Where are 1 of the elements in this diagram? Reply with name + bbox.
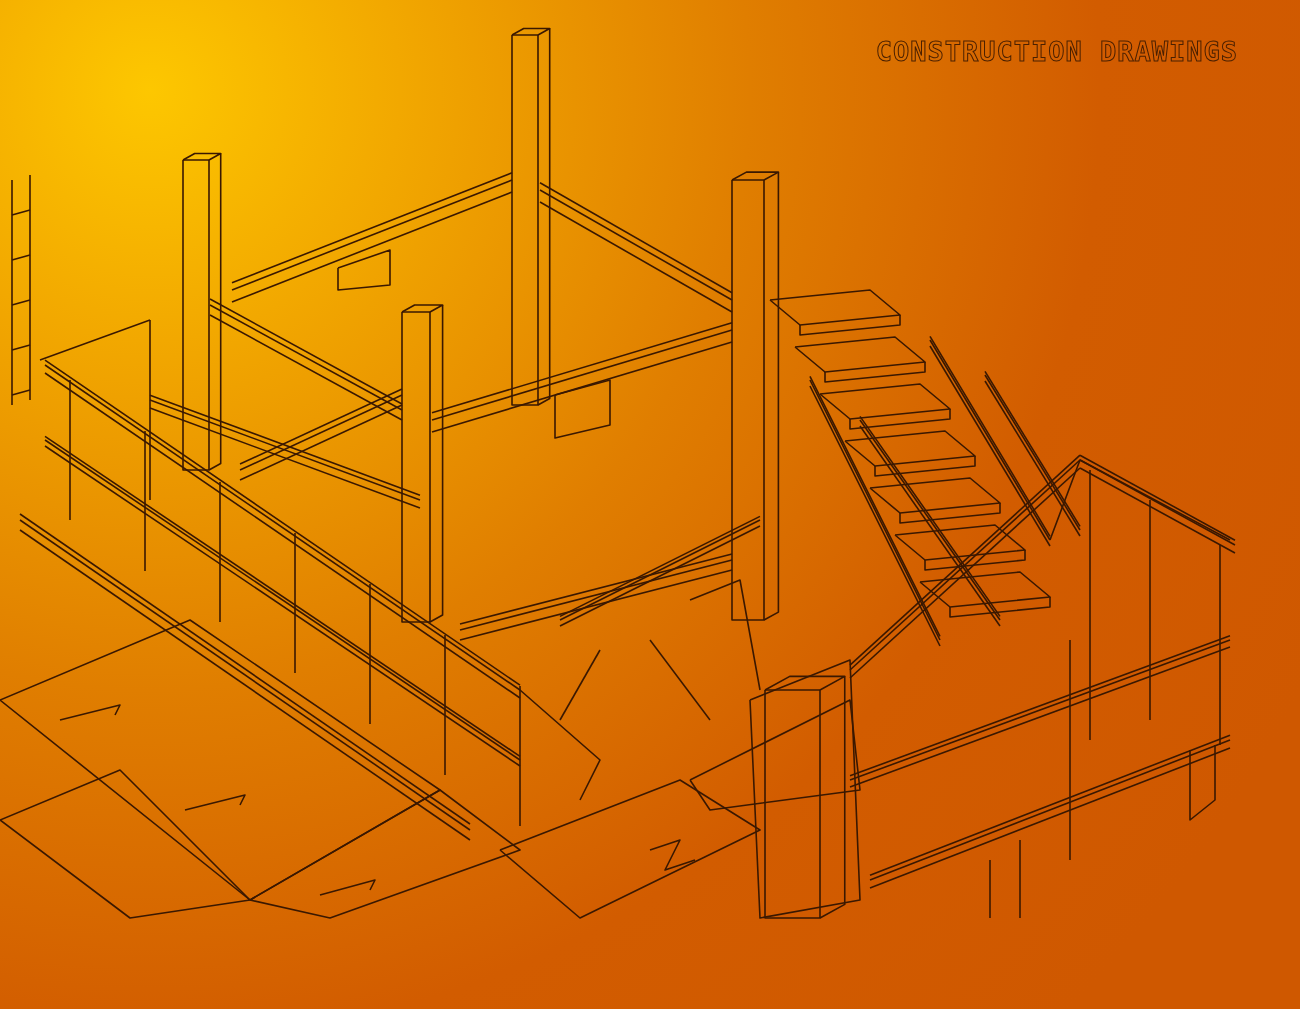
title: CONSTRUCTION DRAWINGS: [874, 36, 1238, 68]
